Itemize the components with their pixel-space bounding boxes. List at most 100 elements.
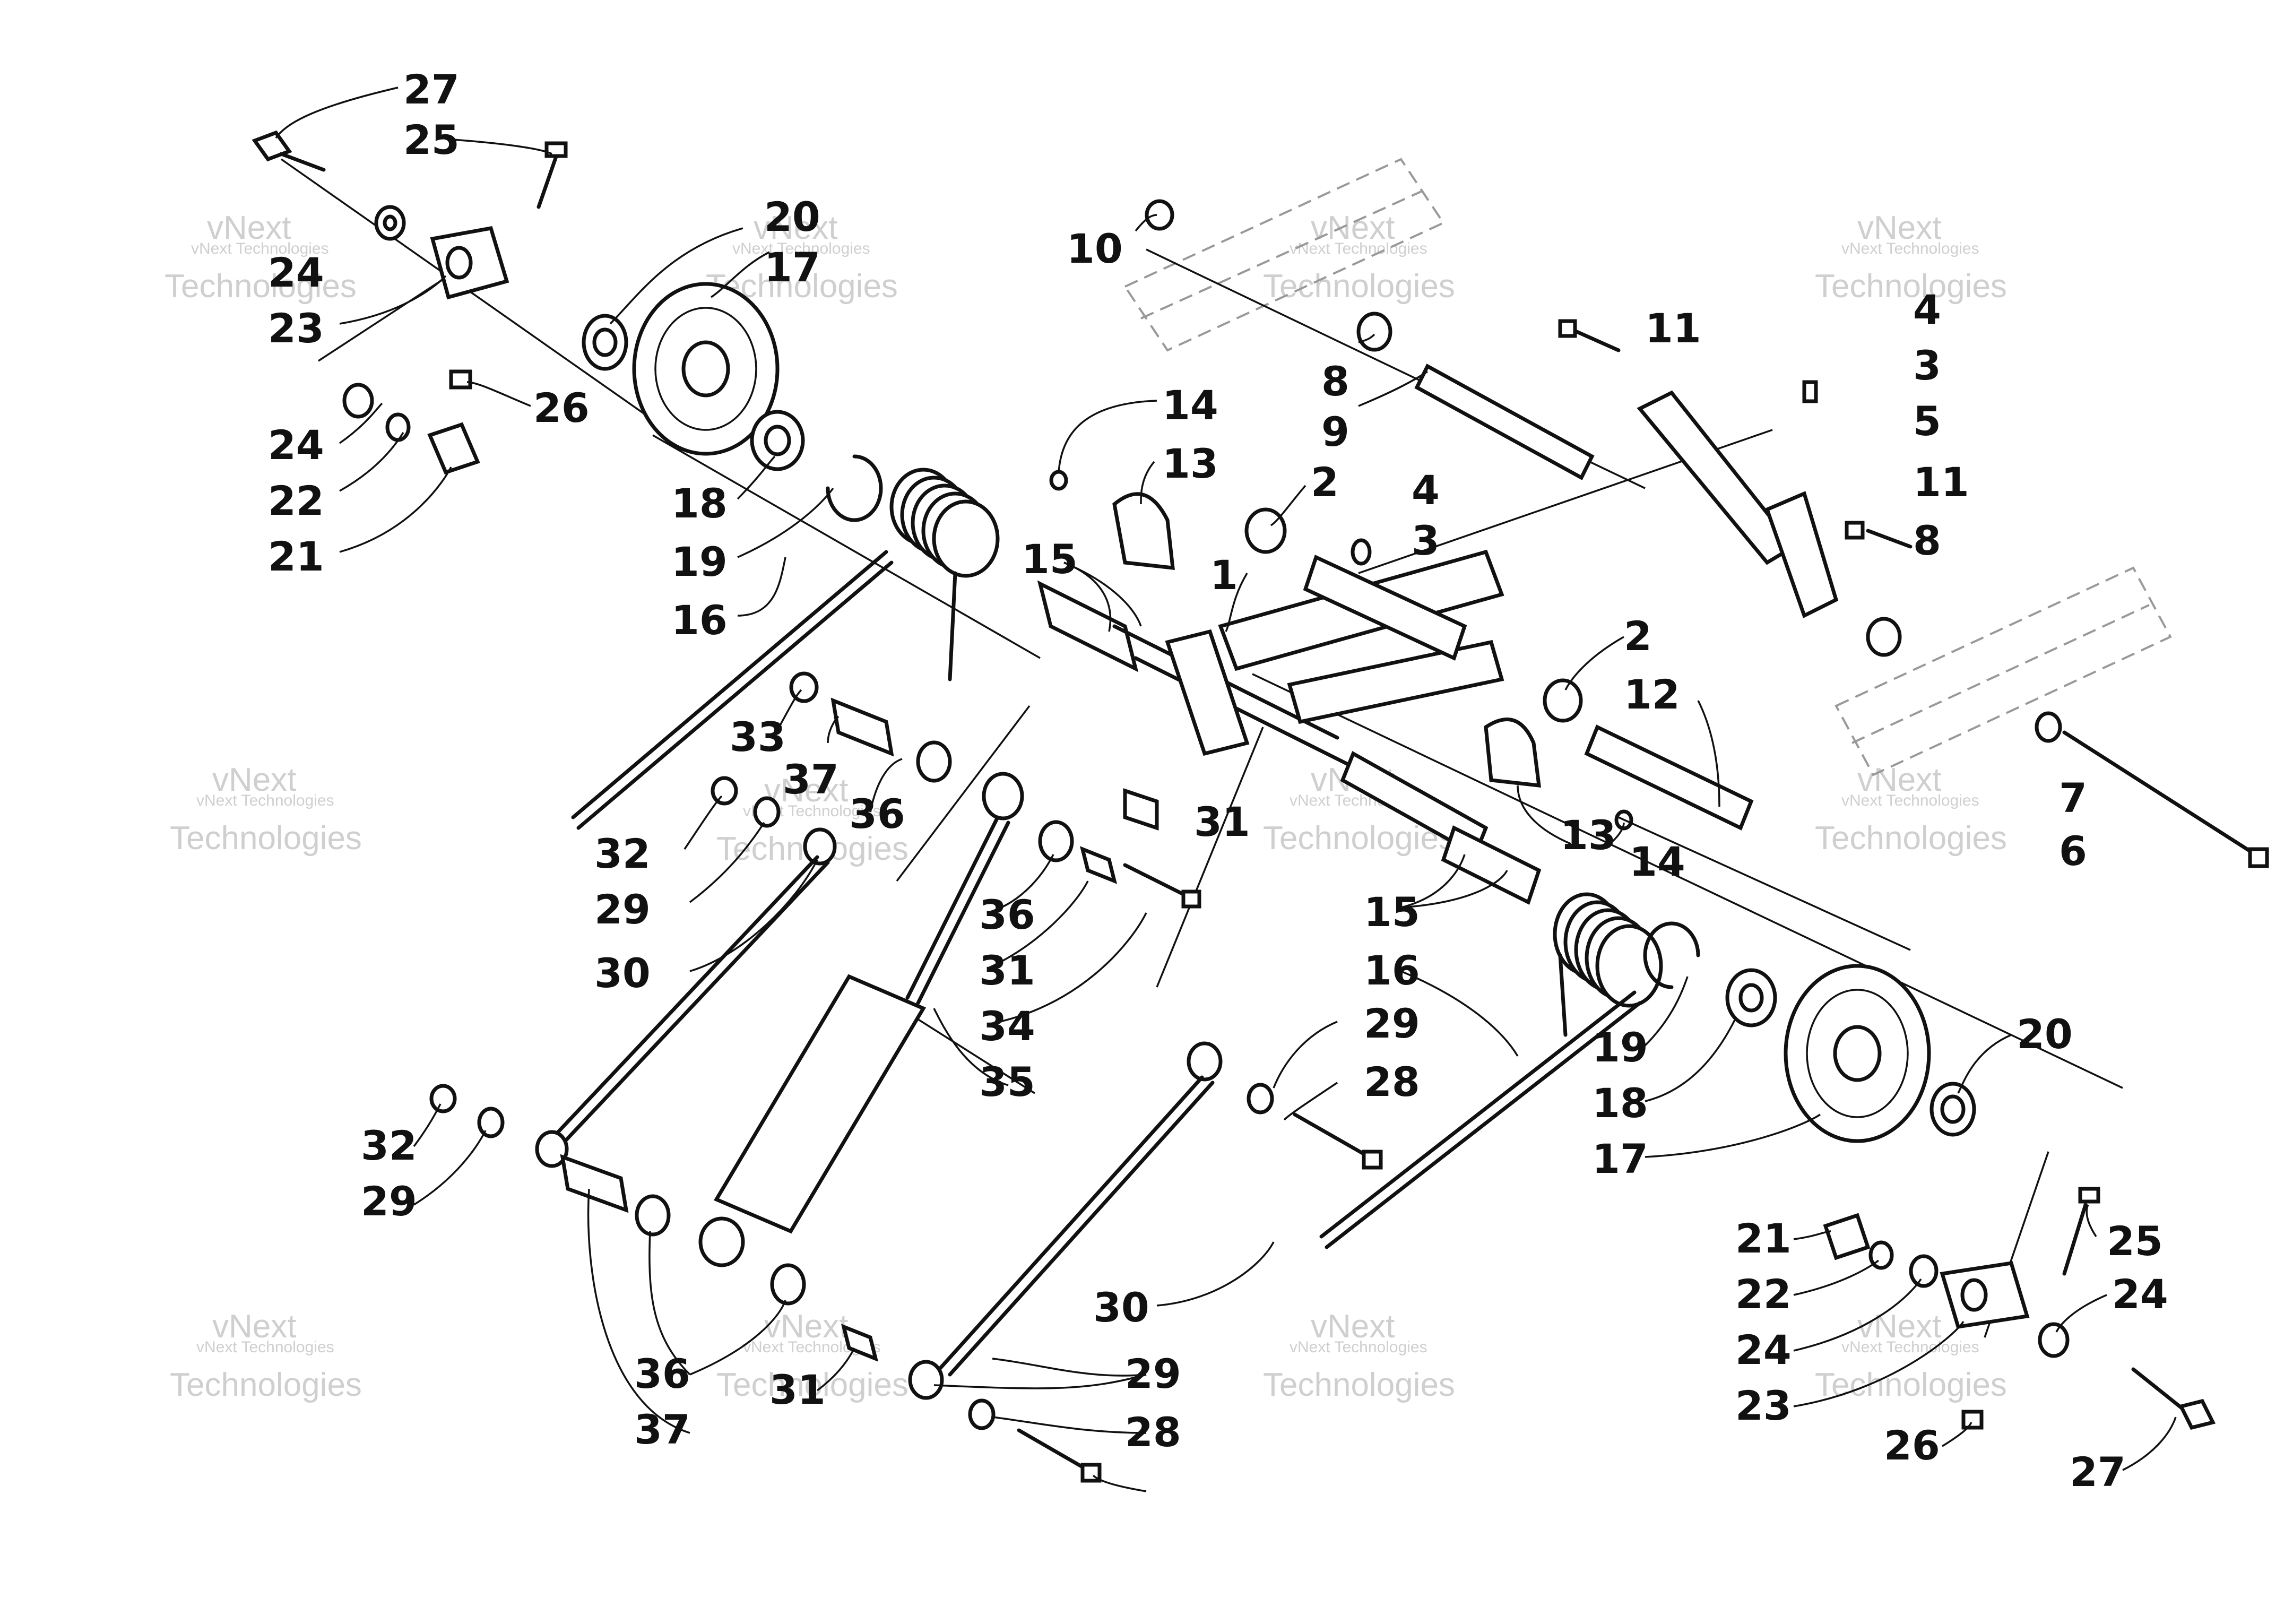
bolt-34 bbox=[1123, 863, 1201, 909]
svg-text:vNext: vNext bbox=[764, 772, 848, 809]
callout-30: 30 bbox=[1093, 1284, 1149, 1331]
sleeve-31-upper bbox=[1123, 788, 1159, 831]
spacer-29-lower-left bbox=[477, 1107, 505, 1138]
svg-text:vNext: vNext bbox=[212, 762, 296, 798]
bushing-36-lower bbox=[635, 1194, 671, 1237]
spacer-29-bottom bbox=[968, 1398, 996, 1430]
callout-20: 20 bbox=[2017, 1010, 2073, 1058]
svg-text:Technologies: Technologies bbox=[1815, 268, 2007, 305]
svg-text:vNext Technologies: vNext Technologies bbox=[191, 240, 329, 257]
bushing-2-lower bbox=[1543, 678, 1583, 723]
washer-24-right-inner bbox=[1909, 1254, 1939, 1288]
svg-text:vNext: vNext bbox=[754, 210, 837, 246]
svg-text:vNext: vNext bbox=[212, 1308, 296, 1345]
callout-28: 28 bbox=[1364, 1058, 1420, 1105]
bolt-28-upper bbox=[1293, 1112, 1383, 1170]
callout-35: 35 bbox=[979, 1058, 1035, 1105]
callout-3: 3 bbox=[1412, 517, 1440, 564]
bearing-18-upper bbox=[750, 410, 805, 471]
svg-text:Technologies: Technologies bbox=[1815, 1367, 2007, 1403]
svg-text:Technologies: Technologies bbox=[1815, 820, 2007, 857]
bushing-20-lower bbox=[1929, 1082, 1976, 1137]
callout-9: 9 bbox=[1321, 408, 1349, 455]
shock-absorber-35 bbox=[698, 772, 1024, 1267]
nut-10 bbox=[1145, 199, 1174, 231]
callout-15: 15 bbox=[1022, 535, 1078, 583]
bracket-5 bbox=[1637, 390, 1839, 618]
nut-26-lower bbox=[1961, 1410, 1984, 1430]
bushing-36-lower2 bbox=[770, 1263, 806, 1306]
callout-32: 32 bbox=[594, 830, 651, 877]
spring-16-upper bbox=[571, 468, 1000, 830]
callout-14: 14 bbox=[1629, 838, 1685, 885]
callout-36: 36 bbox=[979, 891, 1035, 938]
bolt-6 bbox=[2062, 730, 2269, 868]
callout-13: 13 bbox=[1162, 440, 1218, 487]
bumper-13-upper bbox=[1112, 492, 1175, 570]
bushing-8-upper bbox=[1356, 312, 1392, 352]
svg-text:vNext: vNext bbox=[764, 1308, 848, 1345]
callout-37: 37 bbox=[783, 756, 839, 803]
callout-3: 3 bbox=[1913, 342, 1941, 389]
svg-text:vNext Technologies: vNext Technologies bbox=[1841, 1338, 1979, 1356]
callout-12: 12 bbox=[1624, 671, 1680, 718]
callout-31: 31 bbox=[769, 1366, 826, 1413]
callout-1: 1 bbox=[1210, 551, 1238, 599]
callout-17: 17 bbox=[1592, 1135, 1648, 1182]
callout-25: 25 bbox=[403, 116, 460, 163]
bolt-27-lower bbox=[2131, 1367, 2216, 1430]
callout-24: 24 bbox=[268, 421, 324, 469]
callout-19: 19 bbox=[671, 538, 728, 585]
callout-16: 16 bbox=[1364, 947, 1420, 994]
wheel-17-upper bbox=[632, 282, 780, 456]
callout-29: 29 bbox=[361, 1178, 417, 1225]
callout-19: 19 bbox=[1592, 1024, 1648, 1071]
washer-24-upper bbox=[374, 205, 406, 241]
svg-text:vNext: vNext bbox=[1857, 1308, 1941, 1345]
bumper-13-lower bbox=[1484, 718, 1542, 788]
callout-14: 14 bbox=[1162, 382, 1218, 429]
e-clip-14-upper bbox=[1049, 470, 1068, 491]
svg-text:vNext Technologies: vNext Technologies bbox=[196, 792, 334, 809]
e-clip-14-lower bbox=[1614, 809, 1633, 831]
callout-6: 6 bbox=[2059, 827, 2087, 875]
callout-2: 2 bbox=[1311, 459, 1339, 506]
callout-2: 2 bbox=[1624, 612, 1652, 660]
callout-17: 17 bbox=[764, 244, 820, 291]
spacer-21-left bbox=[427, 422, 480, 475]
callout-26: 26 bbox=[533, 384, 590, 431]
sleeve-37-lower bbox=[560, 1154, 629, 1213]
callout-23: 23 bbox=[268, 305, 324, 352]
bracket-23-upper bbox=[430, 226, 509, 300]
svg-text:vNext: vNext bbox=[1311, 210, 1395, 246]
svg-text:vNext: vNext bbox=[1857, 762, 1941, 798]
svg-text:vNext Technologies: vNext Technologies bbox=[1841, 792, 1979, 809]
bushing-8-lower bbox=[1866, 617, 1902, 657]
sleeve-31-lower bbox=[841, 1324, 879, 1362]
bolt-25-lower bbox=[2062, 1187, 2100, 1276]
callout-36: 36 bbox=[849, 790, 905, 837]
sleeve-37-upper bbox=[830, 697, 894, 757]
callout-29: 29 bbox=[594, 886, 651, 933]
callout-37: 37 bbox=[634, 1406, 690, 1453]
callout-29: 29 bbox=[1125, 1350, 1181, 1397]
nut-26-upper bbox=[449, 369, 472, 390]
callout-16: 16 bbox=[671, 597, 728, 644]
callout-31: 31 bbox=[979, 947, 1035, 994]
svg-text:Technologies: Technologies bbox=[165, 268, 357, 305]
slide-rail-upper bbox=[1123, 158, 1445, 352]
callout-11: 11 bbox=[1645, 305, 1701, 352]
nut-32-upper bbox=[711, 776, 738, 806]
svg-text:vNext Technologies: vNext Technologies bbox=[1841, 240, 1979, 257]
washer-24-right-outer bbox=[2038, 1322, 2070, 1358]
tube-cross-upper bbox=[1303, 555, 1467, 661]
callout-leaders bbox=[275, 87, 2177, 1492]
bearing-18-lower bbox=[1725, 968, 1777, 1027]
callout-23: 23 bbox=[1735, 1382, 1792, 1429]
